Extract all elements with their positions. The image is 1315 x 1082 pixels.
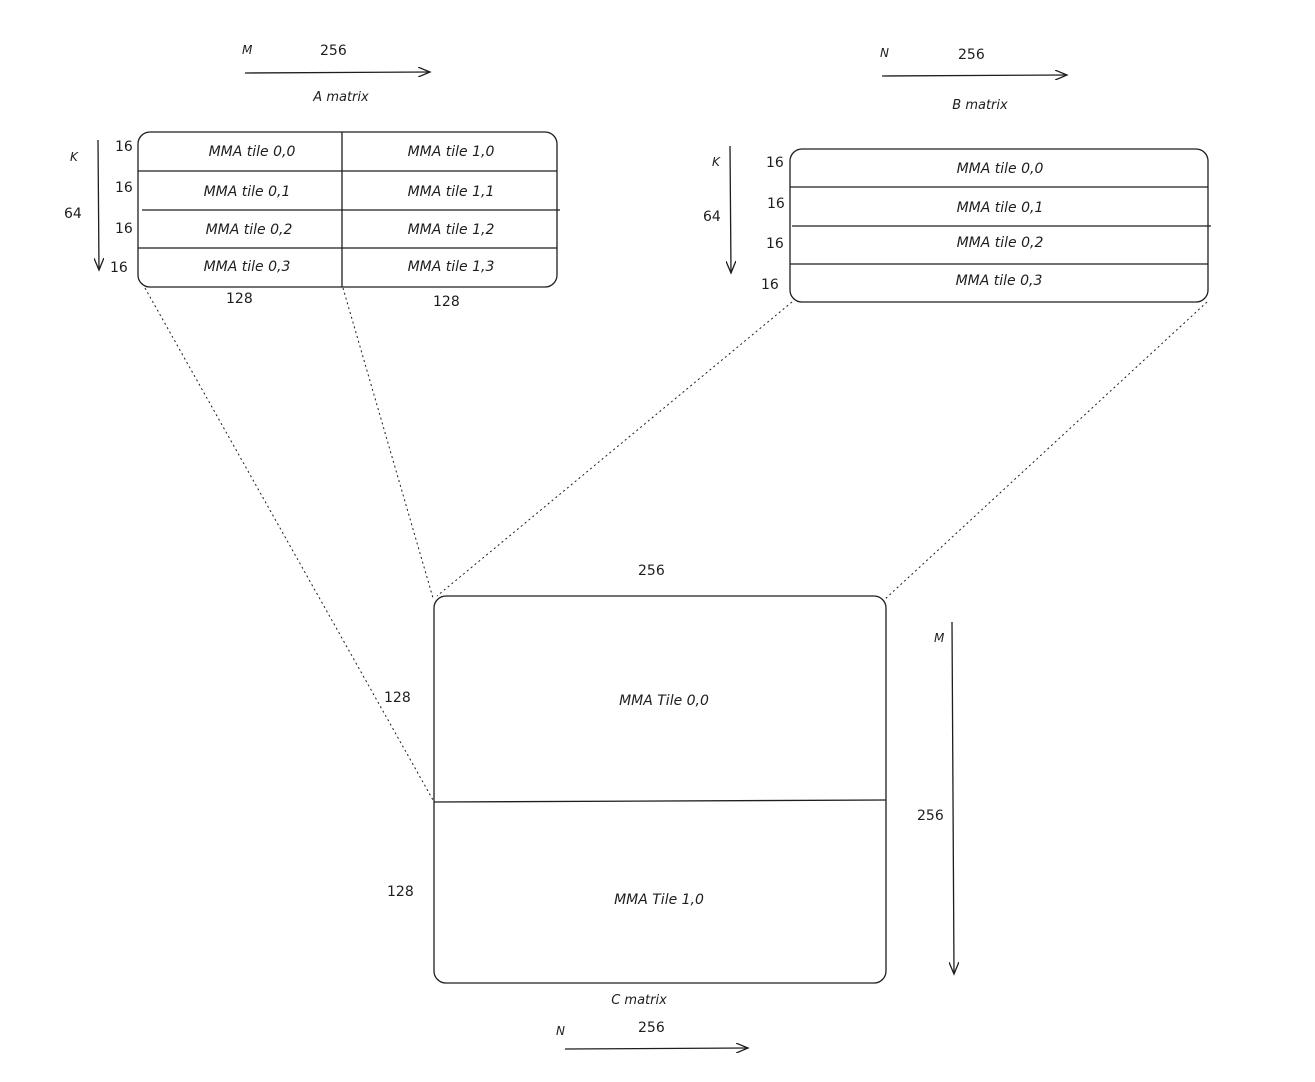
b-matrix-k-axis-label: K (712, 155, 720, 169)
a-matrix-tile: MMA tile 1,3 (407, 259, 495, 275)
a-matrix-tile: MMA tile 0,0 (208, 144, 296, 160)
a-matrix-row-size: 16 (115, 180, 133, 196)
a-matrix-tile: MMA tile 1,0 (407, 144, 495, 160)
a-matrix-tile: MMA tile 0,3 (203, 259, 291, 275)
a-matrix-grid (137, 131, 560, 288)
c-matrix-title: C matrix (611, 993, 667, 1008)
c-matrix-box (433, 595, 887, 984)
c-matrix-n-axis-label: N (556, 1024, 565, 1038)
b-matrix-row-size: 16 (767, 196, 785, 212)
a-matrix-row-size: 16 (115, 139, 133, 155)
a-matrix-m-arrow (244, 72, 430, 73)
a-matrix-tile: MMA tile 1,1 (407, 184, 495, 200)
a-matrix-k-axis-label: K (70, 150, 78, 164)
b-matrix-tile: MMA tile 0,0 (956, 161, 1044, 177)
a-matrix-col-size: 128 (226, 291, 253, 307)
b-matrix-n-arrow (881, 75, 1067, 76)
b-matrix-tile: MMA tile 0,1 (956, 200, 1044, 216)
a-matrix-col-size: 128 (433, 294, 460, 310)
c-matrix-m-dimension: 256 (917, 808, 944, 824)
c-matrix-grid (433, 595, 887, 984)
c-matrix-tile: MMA Tile 1,0 (614, 892, 704, 908)
c-matrix-m-arrow (952, 621, 954, 974)
a-matrix-tile: MMA tile 0,1 (203, 184, 291, 200)
projection-line-b-left (436, 301, 793, 597)
c-matrix-top-dimension: 256 (638, 563, 665, 579)
c-matrix-row-size: 128 (387, 884, 414, 900)
b-matrix-tile: MMA tile 0,2 (956, 235, 1044, 251)
c-matrix-row-size: 128 (384, 690, 411, 706)
b-matrix-row-size: 16 (766, 236, 784, 252)
b-matrix-row-size: 16 (761, 277, 779, 293)
a-matrix-tile: MMA tile 1,2 (407, 222, 495, 238)
projection-lines (144, 287, 1208, 801)
projection-line-a-left (144, 287, 434, 801)
arrows (98, 72, 1067, 1049)
a-matrix-row-size: 16 (115, 221, 133, 237)
b-matrix-top-dimension: 256 (958, 47, 985, 63)
a-matrix-k-dimension: 64 (64, 206, 82, 222)
c-matrix-row-divider (433, 799, 887, 803)
b-matrix-k-dimension: 64 (703, 209, 721, 225)
a-matrix-k-arrow (98, 139, 99, 270)
b-matrix-tile: MMA tile 0,3 (955, 273, 1043, 289)
c-matrix-bottom-dimension: 256 (638, 1020, 665, 1036)
b-matrix-k-arrow (730, 145, 731, 273)
a-matrix-m-axis-label: M (242, 43, 253, 57)
a-matrix-row-size: 16 (110, 260, 128, 276)
a-matrix-tile: MMA tile 0,2 (205, 222, 293, 238)
b-matrix-row-size: 16 (766, 155, 784, 171)
projection-line-a-mid (342, 287, 434, 599)
a-matrix-top-dimension: 256 (320, 43, 347, 59)
b-matrix-title: B matrix (952, 98, 1008, 113)
a-matrix-title: A matrix (313, 90, 369, 105)
projection-line-b-right (883, 301, 1208, 601)
b-matrix-grid (789, 148, 1211, 303)
c-matrix-m-axis-label: M (934, 631, 945, 645)
b-matrix-n-axis-label: N (880, 46, 889, 60)
c-matrix-tile: MMA Tile 0,0 (619, 693, 709, 709)
c-matrix-n-arrow (564, 1048, 748, 1049)
